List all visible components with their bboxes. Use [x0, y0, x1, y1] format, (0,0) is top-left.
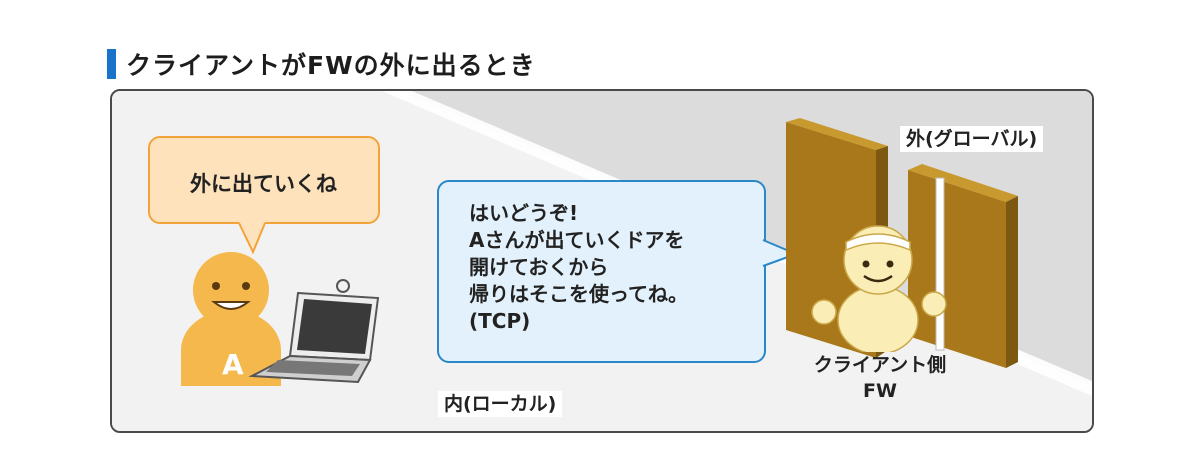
fw-speech-line: Aさんが出ていくドアを	[469, 228, 685, 252]
fw-speech-text: はいどうぞ! Aさんが出ていくドアを 開けておくから 帰りはそこを使ってね。 (…	[469, 200, 688, 335]
outside-label: 外(グローバル)	[900, 124, 1044, 152]
fw-speech-line: (TCP)	[469, 309, 531, 333]
fw-speech-line: 帰りはそこを使ってね。	[469, 282, 688, 306]
fw-speech-bubble: はいどうぞ! Aさんが出ていくドアを 開けておくから 帰りはそこを使ってね。 (…	[437, 180, 766, 363]
inside-label-text: 内(ローカル)	[438, 391, 563, 417]
inside-label: 内(ローカル)	[438, 389, 563, 417]
fw-caption: クライアント側 FW	[792, 352, 968, 404]
diagram-title: クライアントがFWの外に出るとき	[107, 48, 536, 80]
outside-label-text: 外(グローバル)	[900, 126, 1044, 152]
client-bubble-tail	[238, 222, 266, 254]
client-speech-bubble: 外に出ていくね	[148, 136, 380, 224]
fw-caption-line2: FW	[863, 380, 897, 402]
client-speech-text: 外に出ていくね	[190, 172, 337, 196]
client-letter: A	[222, 348, 244, 381]
title-accent-bar	[107, 49, 116, 79]
fw-speech-line: 開けておくから	[469, 255, 609, 279]
fw-person	[811, 225, 947, 352]
title-text: クライアントがFWの外に出るとき	[126, 51, 536, 80]
client-person	[181, 252, 281, 386]
laptop-icon	[248, 279, 380, 384]
fw-caption-line1: クライアント側	[813, 354, 947, 376]
fw-speech-line: はいどうぞ!	[469, 201, 579, 225]
